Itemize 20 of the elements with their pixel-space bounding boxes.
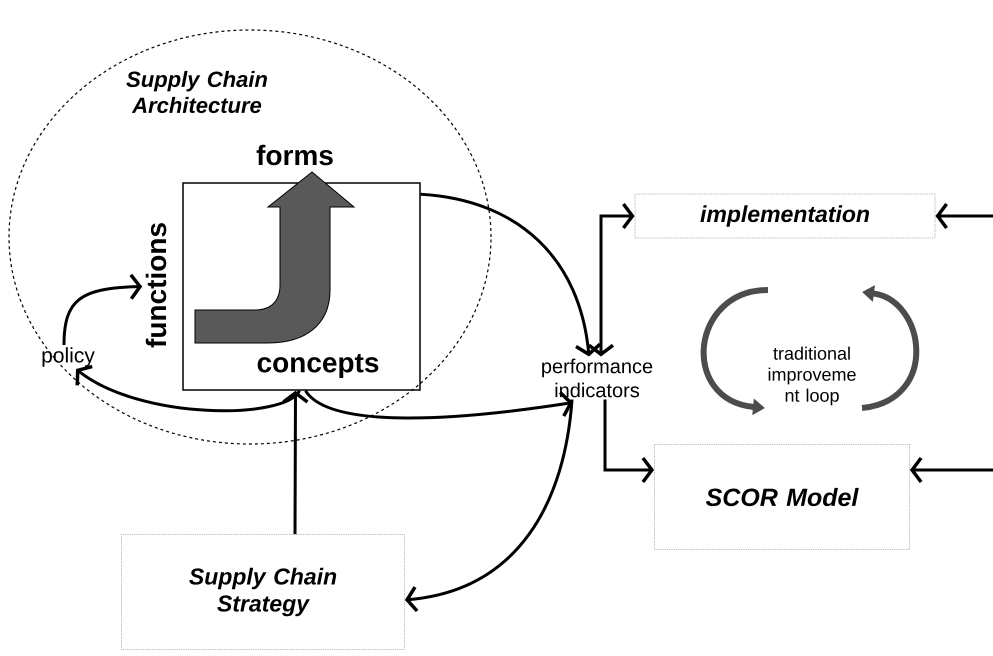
arrow xyxy=(62,274,142,346)
title-box: Supply Chain Strategy xyxy=(121,534,405,650)
policy-label: policy xyxy=(42,347,95,367)
arrow xyxy=(404,399,574,612)
box-label: concepts xyxy=(258,354,378,378)
arrow xyxy=(282,390,309,534)
arrow xyxy=(76,364,301,412)
arrow xyxy=(304,390,573,420)
loop-label: traditional improveme nt loop xyxy=(768,346,856,406)
title-box: implementation xyxy=(634,194,936,238)
arrow xyxy=(910,456,993,484)
title-box: SCOR Model xyxy=(654,444,910,550)
heading: Supply Chain Architecture xyxy=(126,70,267,114)
arrow xyxy=(604,400,654,484)
arrow xyxy=(588,202,635,356)
functions-label: functions xyxy=(146,223,166,348)
box-label: forms xyxy=(256,144,333,166)
indicator-label: performance indicators xyxy=(542,358,652,398)
arrow xyxy=(420,192,602,356)
arrow xyxy=(935,202,993,230)
